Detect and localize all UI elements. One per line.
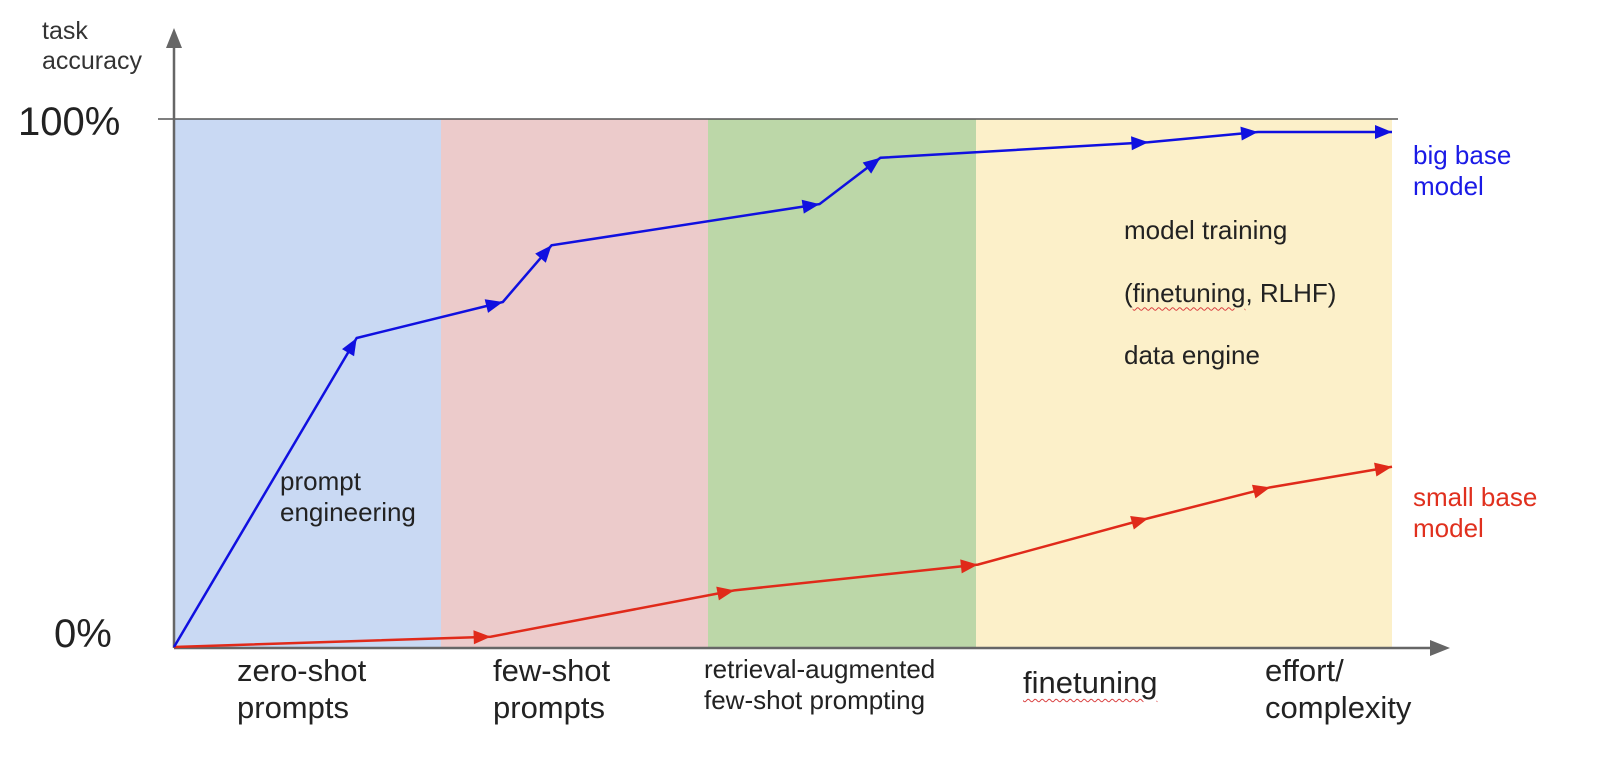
small-arrowhead-1 bbox=[473, 630, 491, 645]
big-arrowhead-6 bbox=[1131, 136, 1149, 151]
x-axis-arrowhead bbox=[1430, 640, 1450, 656]
big-arrowhead-5 bbox=[862, 157, 881, 174]
stage-band-2 bbox=[441, 119, 708, 648]
small-arrowhead-3 bbox=[960, 559, 978, 574]
small-arrowhead-6 bbox=[1374, 462, 1392, 477]
stage-band-1 bbox=[174, 119, 441, 648]
model-training-line-2: (finetuning, RLHF) bbox=[1124, 278, 1336, 309]
paren-open: ( bbox=[1124, 277, 1133, 308]
y-axis-label: task accuracy bbox=[42, 17, 143, 75]
big-arrowhead-1 bbox=[342, 338, 357, 357]
big-arrowhead-3 bbox=[535, 245, 552, 263]
stage-label-few-shot: few-shot prompts bbox=[493, 653, 611, 726]
y-axis-arrowhead bbox=[166, 28, 182, 48]
y-tick-100: 100% bbox=[18, 100, 121, 144]
big-arrowhead-2 bbox=[484, 299, 503, 313]
y-tick-0: 0% bbox=[54, 612, 112, 656]
small-base-model-label: small base model bbox=[1413, 482, 1538, 544]
stage-label-retrieval-augmented: retrieval-augmented few-shot prompting bbox=[704, 654, 936, 716]
stage-bands bbox=[174, 119, 1392, 648]
x-axis-label: effort/ complexity bbox=[1265, 653, 1412, 726]
small-arrowhead-4 bbox=[1130, 515, 1149, 530]
rlhf-text: , RLHF) bbox=[1245, 277, 1337, 308]
model-training-line-1: model training bbox=[1124, 215, 1288, 246]
prompt-engineering-note: prompt engineering bbox=[280, 466, 416, 528]
big-arrowhead-8 bbox=[1375, 125, 1392, 139]
big-arrowhead-7 bbox=[1240, 126, 1259, 141]
stage-band-4 bbox=[976, 119, 1392, 648]
small-arrowhead-2 bbox=[716, 586, 735, 601]
stage-label-finetuning: finetuning bbox=[1023, 665, 1158, 700]
stage-label-zero-shot: zero-shot prompts bbox=[237, 653, 367, 726]
big-arrowhead-4 bbox=[801, 199, 820, 214]
big-base-model-label: big base model bbox=[1413, 140, 1512, 202]
model-training-note: model training (finetuning, RLHF) data e… bbox=[1124, 184, 1336, 402]
series-layer bbox=[172, 125, 1393, 649]
model-training-line-3: data engine bbox=[1124, 339, 1260, 370]
finetuning-word: finetuning bbox=[1132, 277, 1246, 308]
stage-band-3 bbox=[708, 119, 976, 648]
small-arrowhead-5 bbox=[1252, 484, 1271, 499]
